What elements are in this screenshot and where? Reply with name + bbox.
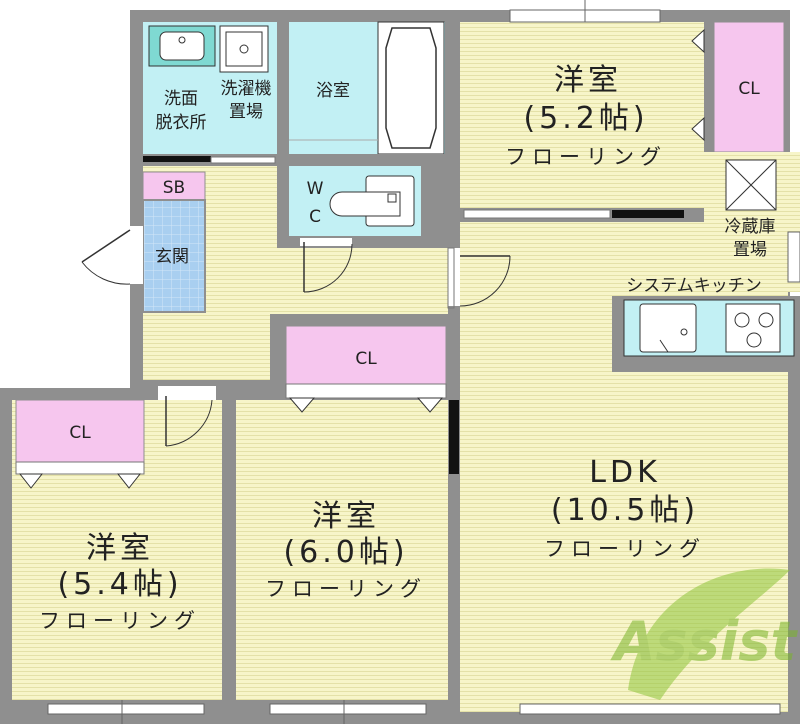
window-east — [787, 231, 800, 283]
wall-bath-washroom — [277, 22, 289, 164]
fridge-label-2: 置場 — [733, 240, 767, 260]
window-north — [509, 0, 661, 23]
entrance-tile — [143, 200, 205, 312]
ldk-name: LDK — [589, 455, 661, 490]
laundry-label-1: 洗濯機 — [221, 79, 272, 99]
door-bedroom-sw[interactable] — [158, 386, 216, 447]
bedroom-s-floor — [236, 400, 448, 700]
laundry-label-2: 置場 — [229, 102, 263, 122]
stove-icon — [725, 303, 781, 353]
washbasin-icon — [148, 25, 216, 67]
closet-center-label: CL — [355, 349, 377, 369]
door-bedroom-s[interactable] — [449, 400, 459, 474]
bedroom-ne-name: 洋室 — [554, 63, 622, 98]
closet-ne — [713, 21, 785, 153]
bedroom-ne-floor-type: フローリング — [505, 145, 667, 169]
bedroom-sw-name: 洋室 — [86, 531, 154, 566]
bath-label: 浴室 — [316, 81, 350, 101]
washroom-label-1: 洗面 — [164, 89, 198, 109]
front-door[interactable] — [81, 226, 143, 285]
watermark-logo: Assist — [610, 568, 799, 700]
entrance-label: 玄関 — [155, 247, 189, 267]
door-washroom[interactable] — [210, 156, 276, 164]
window-south-3 — [519, 703, 781, 715]
door-bedroom-ne[interactable] — [463, 209, 611, 219]
ldk-size: (10.5帖) — [551, 493, 699, 528]
sb-label: SB — [163, 178, 185, 198]
kitchen-label: システムキッチン — [626, 276, 762, 296]
bedroom-s-size: (6.0帖) — [283, 535, 408, 570]
bedroom-s-name: 洋室 — [312, 499, 380, 534]
watermark-text: Assist — [610, 610, 799, 673]
kitchen-sink-icon — [639, 303, 697, 353]
wc-label-1: W — [307, 179, 324, 199]
toilet-icon — [329, 175, 415, 227]
bedroom-sw-size: (5.4帖) — [57, 567, 182, 602]
closet-sw-door-icon — [18, 473, 142, 489]
bathtub-icon — [377, 21, 445, 155]
fridge-label-1: 冷蔵庫 — [725, 217, 776, 237]
closet-center-door-icon — [288, 397, 444, 413]
closet-center — [285, 325, 447, 385]
wc-label-2: C — [309, 207, 321, 227]
bedroom-sw-floor-type: フローリング — [39, 609, 201, 633]
bedroom-ne-floor — [460, 22, 704, 208]
closet-sw-label: CL — [69, 423, 91, 443]
bedroom-s-floor-type: フローリング — [265, 577, 427, 601]
fridge-icon — [725, 159, 777, 211]
washroom-label-2: 脱衣所 — [156, 113, 207, 133]
window-south-2 — [269, 700, 427, 724]
ldk-floor-type: フローリング — [544, 537, 706, 561]
closet-ne-label: CL — [738, 79, 760, 99]
closet-ne-door-icon — [691, 28, 705, 142]
window-south-1 — [47, 700, 205, 724]
wc-door[interactable] — [300, 238, 353, 293]
bedroom-ne-size: (5.2帖) — [523, 101, 648, 136]
washing-machine-pan-icon — [219, 25, 269, 73]
